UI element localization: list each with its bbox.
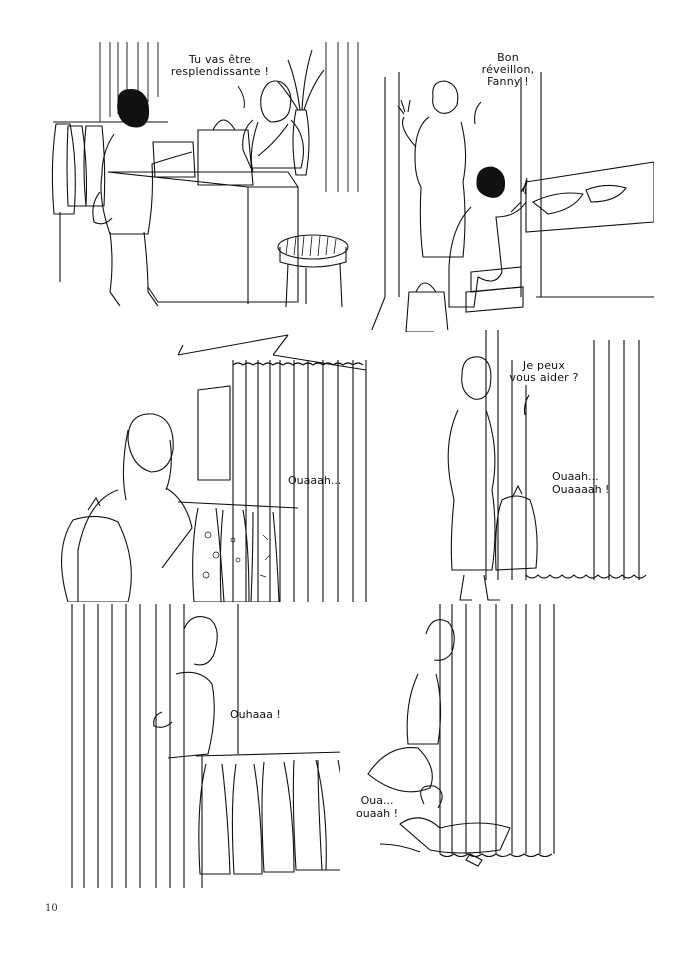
panel-6-drawing (340, 604, 660, 888)
woman-peeking (154, 617, 218, 758)
flower-vase (278, 50, 324, 175)
customer-dark-hair (93, 90, 192, 307)
comic-panel-6: Oua... ouaah ! (340, 604, 660, 888)
saleswoman-figure (448, 357, 500, 600)
speech-bubble: Je peux vous aider ? (509, 359, 579, 384)
entrance-steps (466, 267, 523, 312)
shop-window (526, 162, 654, 232)
changing-room-curtain (72, 604, 238, 888)
speech-tail (48, 42, 366, 314)
changing-room-curtain (178, 335, 366, 602)
panel-1-drawing (48, 42, 366, 314)
speech-bubble: Bon réveillon, Fanny ! (481, 51, 535, 88)
panel-4-drawing (434, 330, 654, 610)
striped-stool (278, 235, 348, 307)
mirror (198, 386, 230, 480)
comic-panel-1: Tu vas être resplendissante ! (48, 42, 366, 314)
exclamation-text: Ouaah... Ouaaaah ! (552, 470, 610, 496)
comic-panel-4: Je peux vous aider ? Ouaah... Ouaaaah ! (434, 330, 654, 610)
panel-3-drawing (48, 330, 373, 602)
comic-panel-2: Bon réveillon, Fanny ! (371, 42, 654, 332)
comic-panel-5: Ouhaaa ! (66, 604, 372, 888)
clothing-rack (52, 122, 168, 282)
woman-peeking (407, 620, 454, 744)
woman-holding-dress (62, 414, 192, 602)
curtain-lines (100, 42, 358, 192)
fanny-waving (398, 81, 466, 257)
speech-bubble: Tu vas être resplendissante ! (170, 53, 270, 78)
shopping-bags (153, 120, 253, 185)
page-number: 10 (45, 903, 58, 914)
held-garment (496, 486, 538, 570)
exclamation-text: Oua... ouaah ! (356, 794, 399, 820)
clothing-rack (196, 752, 348, 888)
exclamation-text: Ouhaaa ! (230, 708, 281, 721)
speech-tail (475, 102, 481, 124)
clothes-on-floor (368, 748, 510, 866)
clothing-rack (178, 502, 298, 602)
panel-5-drawing (66, 604, 372, 888)
changing-room-curtain (440, 604, 554, 857)
changing-room-curtain (486, 330, 646, 580)
saleswoman-figure (243, 81, 304, 172)
exclamation-text: Ouaaah... (288, 474, 342, 487)
comic-panel-3: Ouaaah... (48, 330, 373, 602)
speech-tail (525, 395, 530, 415)
panel-2-drawing (371, 42, 654, 332)
customer-leaving (406, 167, 527, 332)
